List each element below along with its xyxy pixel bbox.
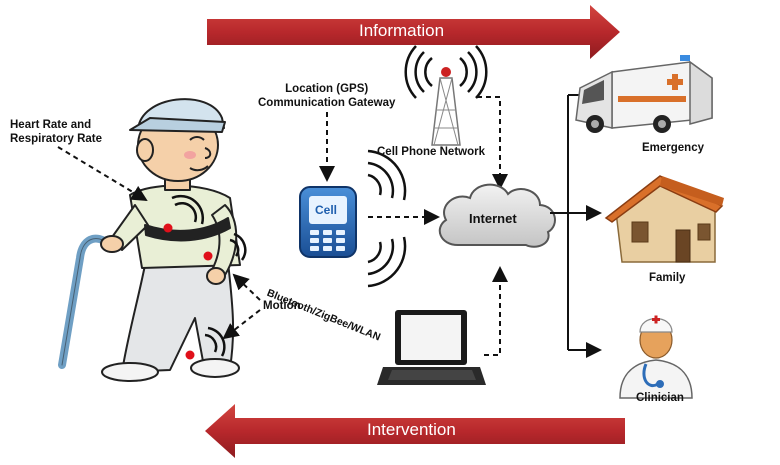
ambulance-icon [575,55,713,133]
internet-label: Internet [469,211,517,226]
house-icon [604,175,724,263]
chest-sensor [163,223,173,233]
family-label: Family [649,272,686,284]
vitals-label: Heart Rate and Respiratory Rate [10,118,102,146]
cell-network-label: Cell Phone Network [377,146,485,158]
vitals-label-line2: Respiratory Rate [10,133,103,145]
gateway-label-line2: Communication Gateway [258,97,396,109]
vitals-label-line1: Heart Rate and [10,119,92,131]
patient-illustration [58,98,241,382]
emergency-label: Emergency [642,142,705,154]
intervention-label: Intervention [367,420,456,439]
destination-connector [550,87,602,358]
phone-screen-label: Cell [315,203,338,217]
laptop-icon [377,310,486,385]
internet-cloud-icon [438,183,556,248]
phone-wave-icons [367,149,407,288]
clinician-label: Clinician [636,392,684,404]
clinician-icon [619,315,693,399]
motion-label: Motion [263,300,301,312]
gateway-label-line1: Location (GPS) [285,83,369,95]
dashed-pointer-lines [57,96,508,356]
intervention-arrow [205,404,625,458]
wrist-sensor [203,251,213,261]
cell-phone-icon [299,186,357,258]
ankle-sensor [185,350,195,360]
sensor-wave-icons [171,194,247,357]
information-arrow [207,5,620,59]
cell-tower-icon [404,45,488,146]
information-label: Information [359,21,445,40]
gateway-label: Location (GPS) Communication Gateway [258,82,395,110]
